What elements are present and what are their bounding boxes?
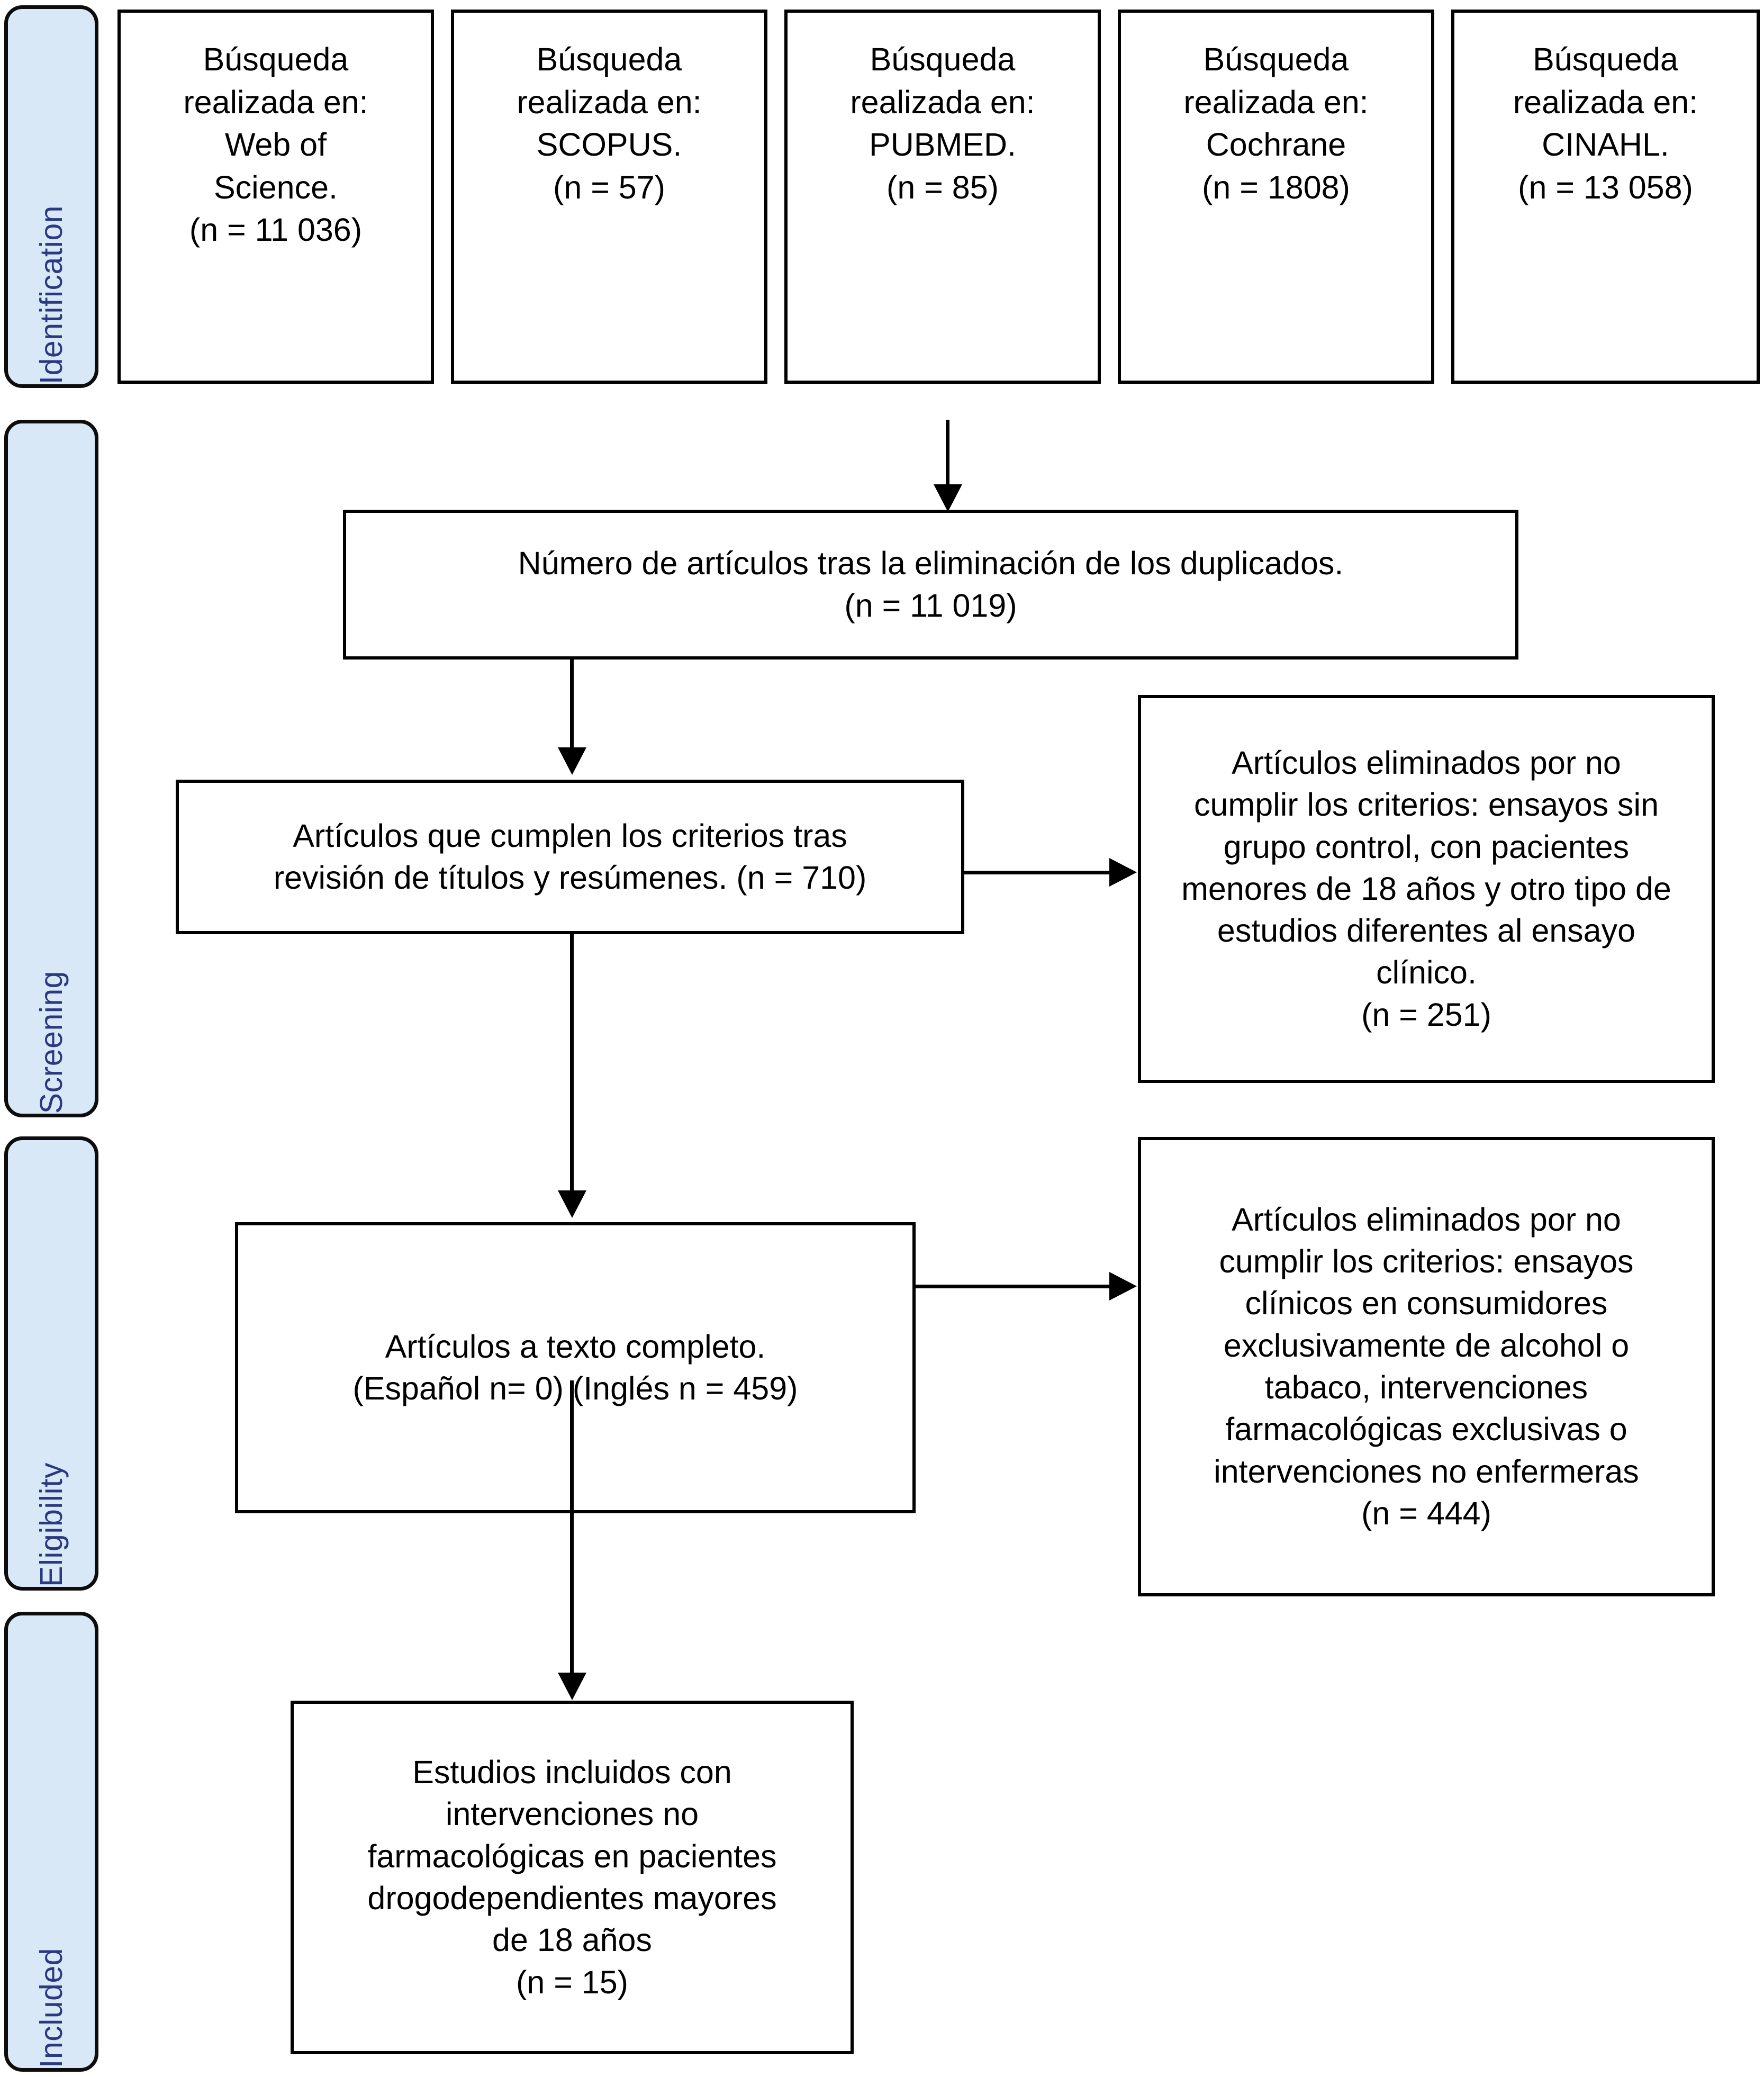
connector-duplicates-to-screened	[570, 660, 574, 751]
arrowhead-screened-to-excluded	[1109, 858, 1137, 887]
excluded-eligibility-box: Artículos eliminados por no cumplir los …	[1138, 1137, 1715, 1596]
stage-label-eligibility: Eligibility	[33, 1462, 69, 1587]
included-box: Estudios incluidos con intervenciones no…	[291, 1701, 854, 2054]
source-text-cinahl: Búsqueda realizada en: CINAHL. (n = 13 0…	[1513, 41, 1698, 205]
screened-text: Artículos que cumplen los criterios tras…	[273, 817, 867, 896]
connector-fulltext-to-included	[570, 1380, 574, 1676]
excluded-screening-box: Artículos eliminados por no cumplir los …	[1138, 695, 1715, 1083]
stage-label-identification: Identification	[33, 205, 69, 384]
arrowhead-sources-to-duplicates	[934, 484, 962, 512]
stage-included: Included	[4, 1612, 98, 2072]
arrowhead-duplicates-to-screened	[558, 747, 586, 775]
source-text-web-of-science: Búsqueda realizada en: Web of Science. (…	[183, 41, 368, 248]
connector-fulltext-to-excluded	[916, 1285, 1110, 1288]
fulltext-text: Artículos a texto completo. (Español n= …	[352, 1328, 798, 1406]
source-text-cochrane: Búsqueda realizada en: Cochrane (n = 180…	[1183, 41, 1369, 205]
source-box-web-of-science: Búsqueda realizada en: Web of Science. (…	[117, 10, 434, 384]
arrowhead-screened-to-fulltext	[558, 1190, 586, 1218]
screened-box: Artículos que cumplen los criterios tras…	[176, 780, 964, 934]
fulltext-box: Artículos a texto completo. (Español n= …	[235, 1222, 916, 1513]
connector-screened-to-fulltext	[570, 934, 574, 1194]
connector-sources-to-duplicates	[946, 420, 949, 487]
duplicates-box: Número de artículos tras la eliminación …	[343, 510, 1518, 660]
duplicates-text: Número de artículos tras la eliminación …	[518, 545, 1344, 624]
source-text-scopus: Búsqueda realizada en: SCOPUS. (n = 57)	[517, 41, 702, 205]
stage-label-included: Included	[33, 1947, 69, 2068]
stage-label-screening: Screening	[33, 970, 69, 1114]
arrowhead-fulltext-to-included	[558, 1673, 586, 1700]
stage-eligibility: Eligibility	[4, 1136, 98, 1591]
included-text: Estudios incluidos con intervenciones no…	[367, 1754, 777, 2000]
source-box-scopus: Búsqueda realizada en: SCOPUS. (n = 57)	[451, 10, 767, 384]
stage-screening: Screening	[4, 420, 98, 1117]
source-box-cinahl: Búsqueda realizada en: CINAHL. (n = 13 0…	[1451, 10, 1760, 384]
source-text-pubmed: Búsqueda realizada en: PUBMED. (n = 85)	[850, 41, 1035, 205]
connector-screened-to-excluded	[964, 871, 1110, 874]
arrowhead-fulltext-to-excluded	[1109, 1272, 1137, 1301]
stage-identification: Identification	[4, 5, 98, 388]
excluded-screening-text: Artículos eliminados por no cumplir los …	[1181, 744, 1671, 1033]
excluded-eligibility-text: Artículos eliminados por no cumplir los …	[1214, 1201, 1639, 1531]
source-box-pubmed: Búsqueda realizada en: PUBMED. (n = 85)	[784, 10, 1101, 384]
source-box-cochrane: Búsqueda realizada en: Cochrane (n = 180…	[1118, 10, 1434, 384]
